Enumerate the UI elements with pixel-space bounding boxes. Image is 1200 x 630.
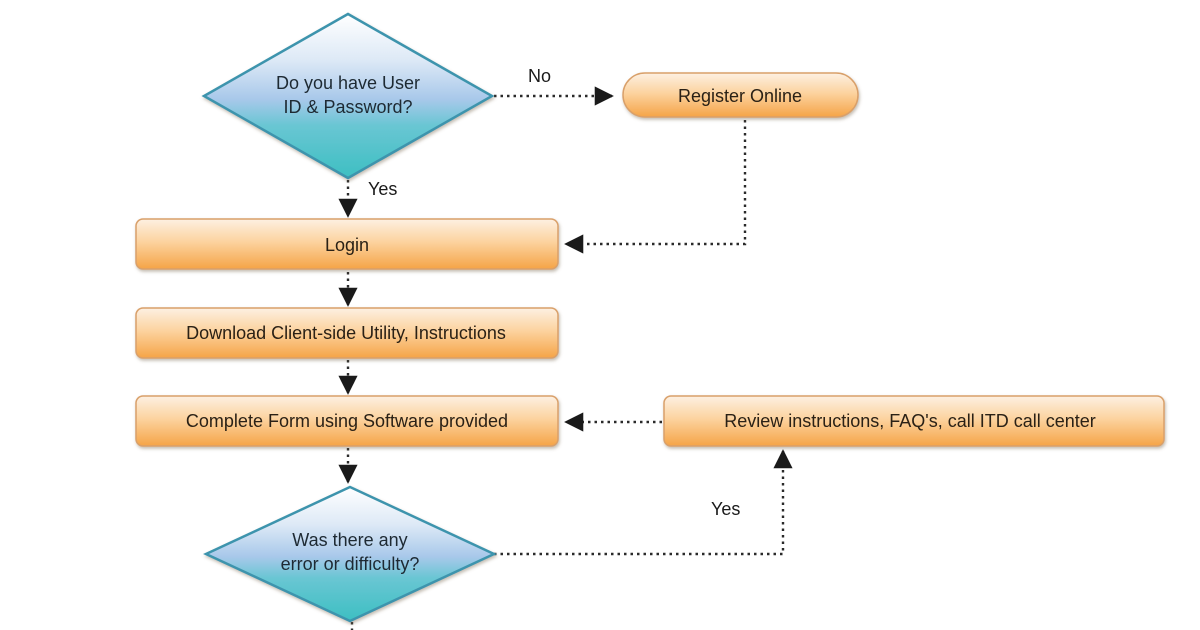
edge-register-to-login	[564, 120, 747, 254]
decision-has-credentials-line-2: ID & Password?	[283, 97, 412, 117]
decision-any-error-line-1: Was there any	[292, 530, 407, 550]
decision-any-error-line-2: error or difficulty?	[281, 554, 420, 574]
node-download-utility[interactable]: Download Client-side Utility, Instructio…	[135, 307, 559, 359]
node-register-online-label: Register Online	[678, 86, 802, 106]
decision-has-credentials[interactable]: Do you have User ID & Password?	[201, 12, 495, 180]
decision-has-credentials-line-1: Do you have User	[276, 73, 420, 93]
node-register-online[interactable]: Register Online	[622, 72, 859, 118]
decision-any-error[interactable]: Was there any error or difficulty?	[203, 485, 497, 623]
node-login-label: Login	[325, 235, 369, 255]
edge-label-no: No	[528, 66, 551, 86]
node-review-help[interactable]: Review instructions, FAQ's, call ITD cal…	[663, 395, 1165, 447]
edge-error-yes-to-review	[494, 449, 793, 556]
edge-label-yes-login: Yes	[368, 179, 397, 199]
node-login[interactable]: Login	[135, 218, 559, 270]
node-download-utility-label: Download Client-side Utility, Instructio…	[186, 323, 506, 343]
node-complete-form-label: Complete Form using Software provided	[186, 411, 508, 431]
edge-label-yes-review: Yes	[711, 499, 740, 519]
node-review-help-label: Review instructions, FAQ's, call ITD cal…	[724, 411, 1096, 431]
node-complete-form[interactable]: Complete Form using Software provided	[135, 395, 559, 447]
